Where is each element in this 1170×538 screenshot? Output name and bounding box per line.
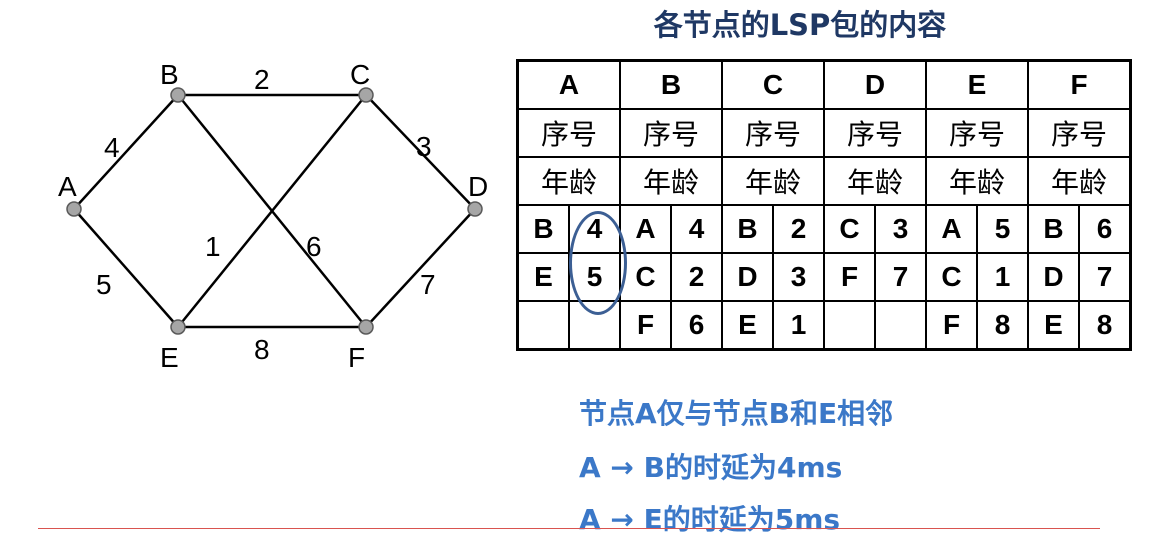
column-header-e: E (925, 59, 1029, 110)
neighbor-cell: E (1027, 300, 1080, 351)
neighbor-cell: E (721, 300, 774, 351)
graph-nodes (66, 87, 483, 335)
neighbor-cell (516, 300, 570, 351)
age-cell-d: 年龄 (823, 156, 927, 206)
neighbor-cell: F (823, 252, 876, 302)
edge-a-b (73, 94, 179, 210)
neighbor-cell: C (619, 252, 672, 302)
delay-cell: 2 (772, 204, 825, 254)
seq-cell-b: 序号 (619, 108, 723, 158)
neighbor-cell: B (721, 204, 774, 254)
column-header-f: F (1027, 59, 1132, 110)
table-seq-row: 序号序号序号序号序号序号 (516, 108, 1132, 158)
edge-c-d (365, 94, 476, 210)
note-delay-ae: A → E的时延为5ms (579, 503, 841, 536)
graph-edge-weights: 2 4 3 5 1 6 7 8 (96, 64, 436, 365)
node-c (358, 87, 374, 103)
table-age-row: 年龄年龄年龄年龄年龄年龄 (516, 156, 1132, 206)
highlight-ellipse (569, 211, 627, 315)
node-label-a: A (58, 171, 77, 202)
column-header-a: A (516, 59, 621, 110)
node-f (358, 319, 374, 335)
graph-edges (73, 93, 476, 329)
edge-a-e (73, 208, 179, 328)
edge-weight-a-e: 5 (96, 269, 112, 300)
seq-cell-d: 序号 (823, 108, 927, 158)
delay-cell: 5 (976, 204, 1029, 254)
age-cell-a: 年龄 (516, 156, 621, 206)
node-label-e: E (160, 342, 179, 373)
neighbor-cell: A (925, 204, 978, 254)
column-header-c: C (721, 59, 825, 110)
seq-cell-e: 序号 (925, 108, 1029, 158)
neighbor-cell: E (516, 252, 570, 302)
delay-cell: 7 (1078, 252, 1132, 302)
neighbor-cell (823, 300, 876, 351)
delay-cell: 6 (1078, 204, 1132, 254)
seq-cell-a: 序号 (516, 108, 621, 158)
neighbor-cell: F (619, 300, 672, 351)
edge-weight-e-f: 8 (254, 334, 270, 365)
edge-weight-d-f: 7 (420, 269, 436, 300)
neighbor-cell: F (925, 300, 978, 351)
node-b (170, 87, 186, 103)
graph-node-labels: A B C D E F (58, 59, 488, 373)
delay-cell (874, 300, 927, 351)
node-e (170, 319, 186, 335)
edge-weight-c-e: 1 (205, 231, 221, 262)
age-cell-e: 年龄 (925, 156, 1029, 206)
delay-cell: 2 (670, 252, 723, 302)
node-label-d: D (468, 171, 488, 202)
bottom-divider (38, 528, 1100, 529)
table-title: 各节点的LSP包的内容 (653, 8, 947, 42)
node-label-b: B (160, 59, 179, 90)
neighbor-cell: B (1027, 204, 1080, 254)
delay-cell: 7 (874, 252, 927, 302)
column-header-b: B (619, 59, 723, 110)
delay-cell: 4 (670, 204, 723, 254)
note-neighbors: 节点A仅与节点B和E相邻 (579, 397, 894, 430)
node-a (66, 201, 82, 217)
age-cell-c: 年龄 (721, 156, 825, 206)
node-label-c: C (350, 59, 370, 90)
neighbor-cell: D (721, 252, 774, 302)
neighbor-cell: C (823, 204, 876, 254)
seq-cell-f: 序号 (1027, 108, 1132, 158)
neighbor-cell: C (925, 252, 978, 302)
delay-cell: 1 (772, 300, 825, 351)
node-label-f: F (348, 342, 365, 373)
age-cell-f: 年龄 (1027, 156, 1132, 206)
delay-cell: 3 (874, 204, 927, 254)
neighbor-cell: D (1027, 252, 1080, 302)
edge-weight-a-b: 4 (104, 132, 120, 163)
edge-d-f (365, 208, 476, 328)
edge-weight-c-d: 3 (416, 131, 432, 162)
edge-weight-b-f: 6 (306, 231, 322, 262)
neighbor-cell: A (619, 204, 672, 254)
seq-cell-c: 序号 (721, 108, 825, 158)
neighbor-cell: B (516, 204, 570, 254)
edge-b-f (177, 94, 367, 328)
delay-cell: 6 (670, 300, 723, 351)
delay-cell: 8 (976, 300, 1029, 351)
column-header-d: D (823, 59, 927, 110)
note-delay-ab: A → B的时延为4ms (579, 451, 843, 484)
delay-cell: 3 (772, 252, 825, 302)
network-graph: 2 4 3 5 1 6 7 8 A B C D E F (58, 59, 488, 373)
node-d (467, 201, 483, 217)
edge-weight-b-c: 2 (254, 64, 270, 95)
age-cell-b: 年龄 (619, 156, 723, 206)
delay-cell: 8 (1078, 300, 1132, 351)
delay-cell: 1 (976, 252, 1029, 302)
